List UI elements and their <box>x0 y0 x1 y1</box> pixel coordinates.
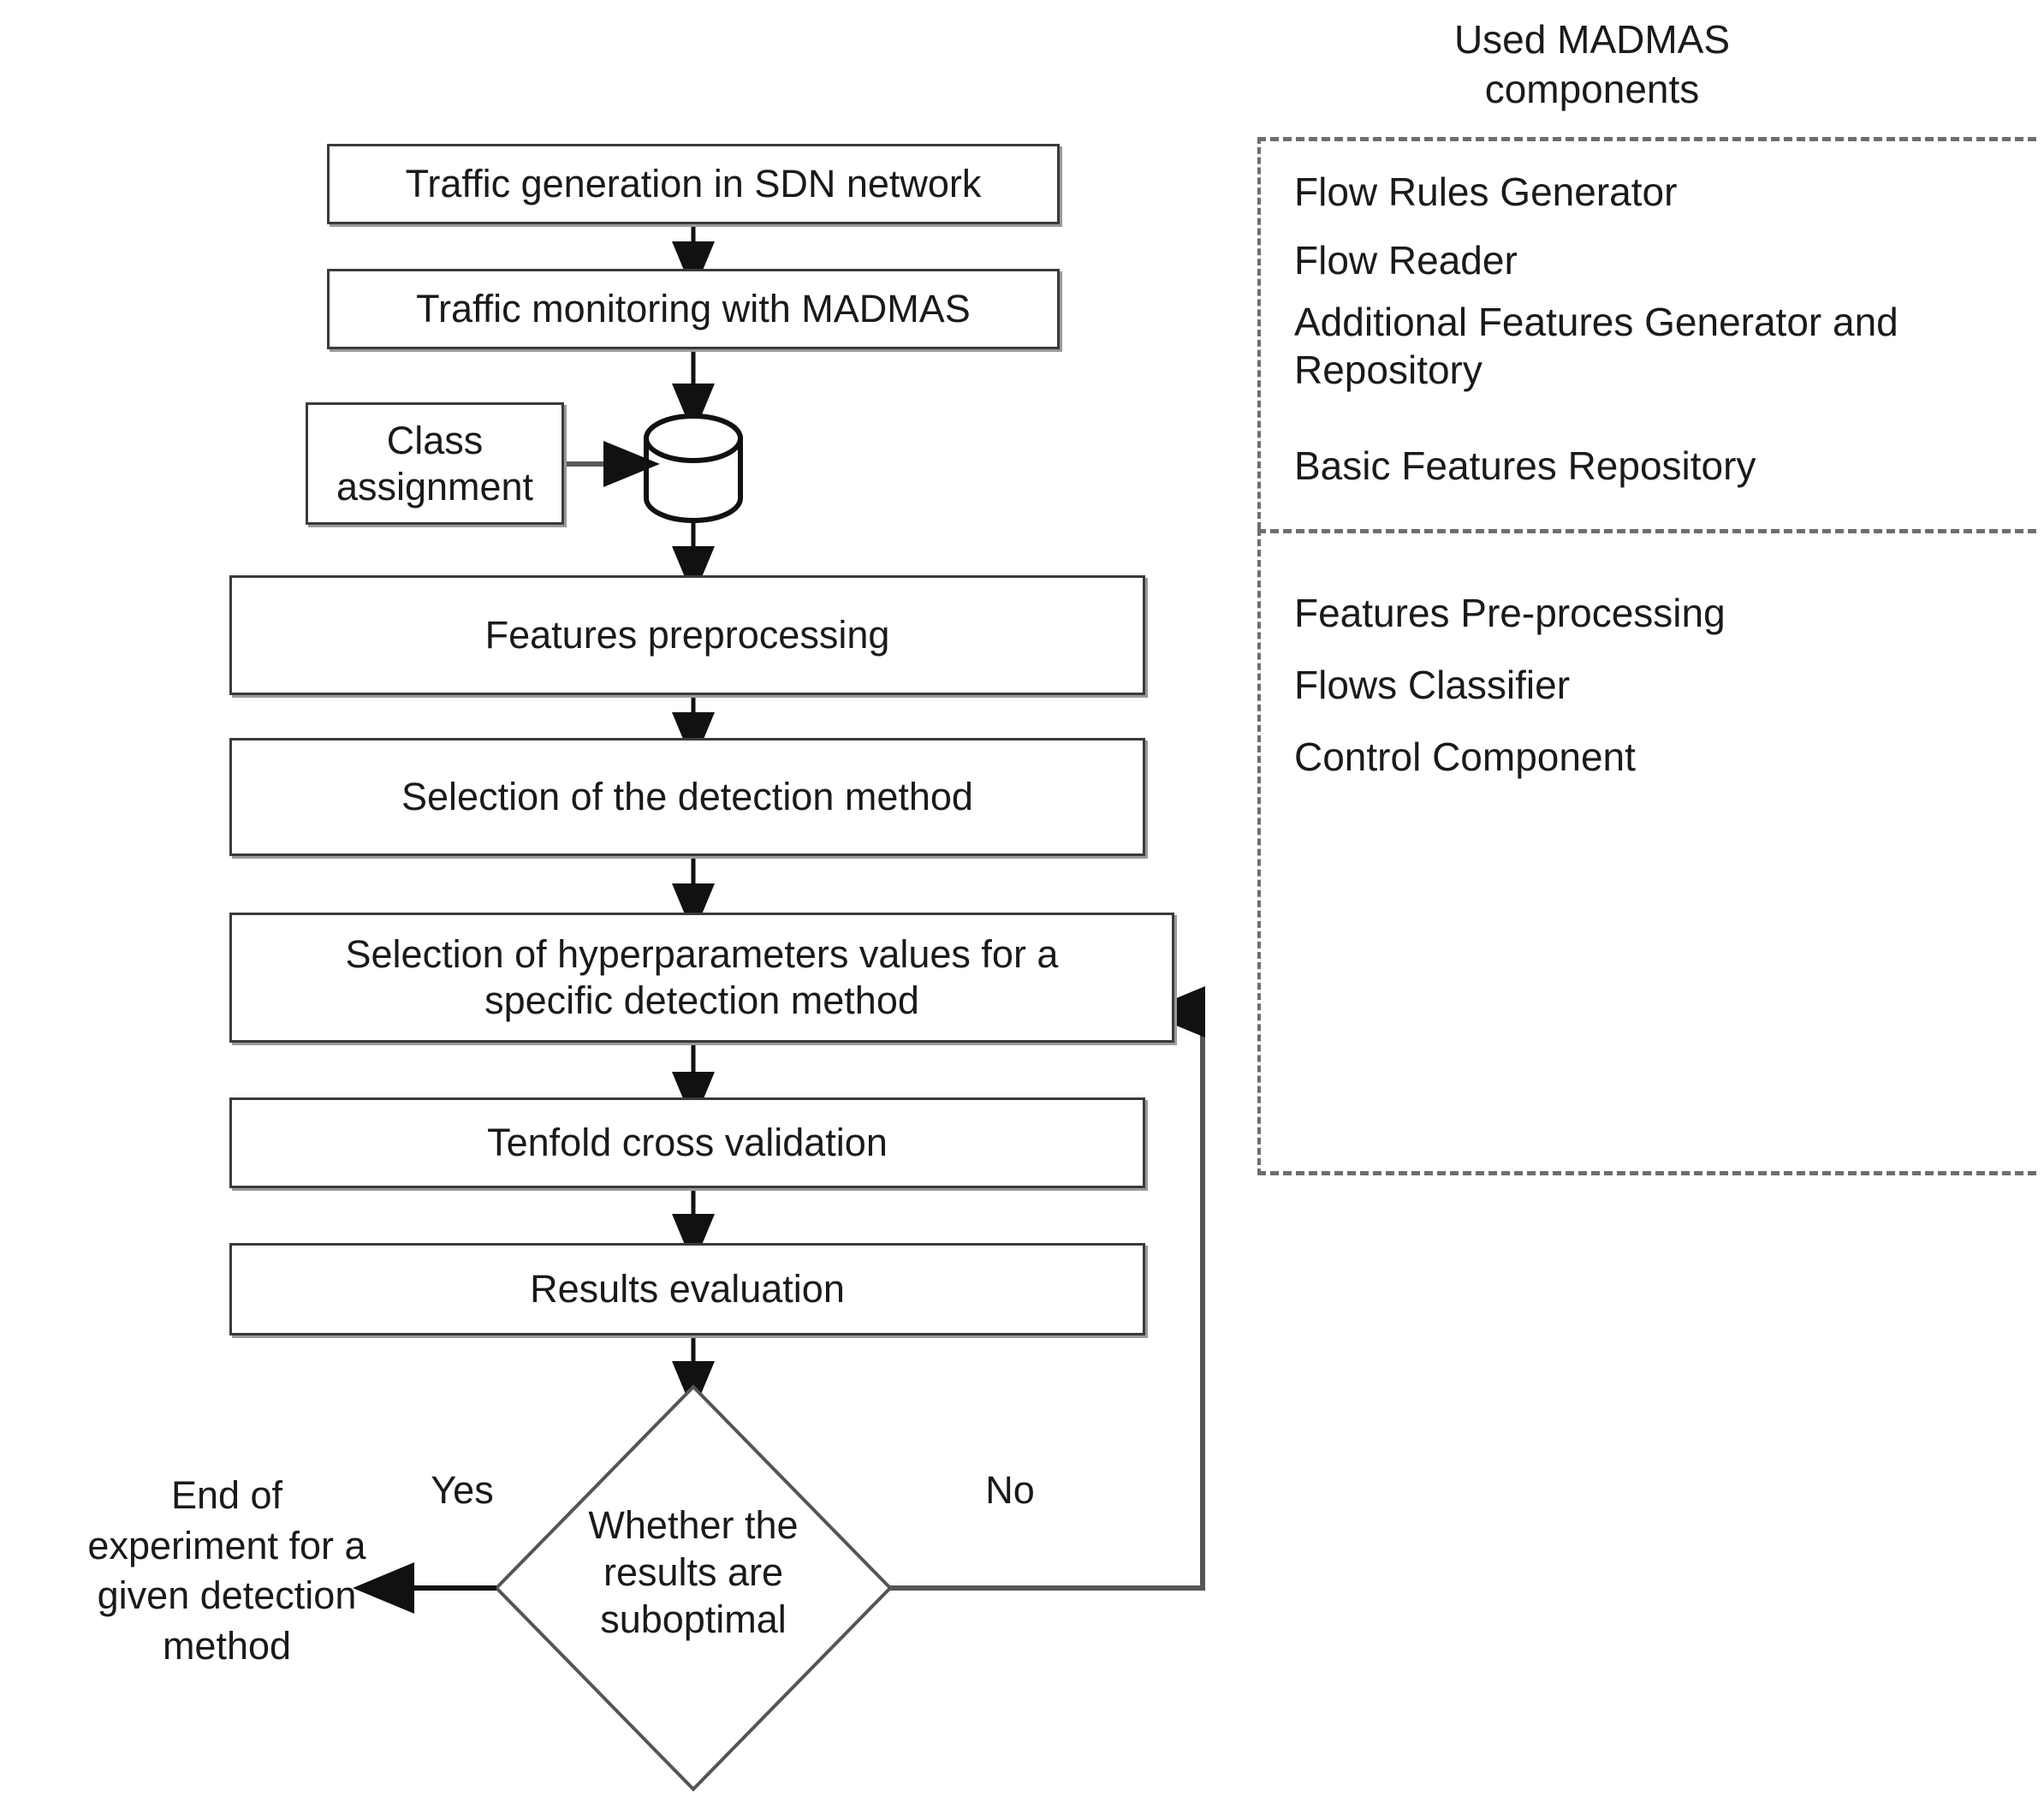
node-class-assignment[interactable]: Class assignment <box>306 402 564 525</box>
side-panel-title-line1: Used MADMAS <box>1453 17 1731 62</box>
node-selection-detection-method[interactable]: Selection of the detection method <box>229 738 1145 856</box>
node-traffic-monitoring-label: Traffic monitoring with MADMAS <box>416 287 971 331</box>
end-label-line1: End of <box>170 1473 283 1517</box>
side-panel-item-flow-rules-generator-label: Flow Rules Generator <box>1294 170 1678 214</box>
side-panel-group-top <box>1257 137 2036 529</box>
side-panel-item-control-component[interactable]: Control Component <box>1294 733 2030 781</box>
edge-label-yes-text: Yes <box>431 1468 494 1512</box>
side-panel-item-flows-classifier-label: Flows Classifier <box>1294 663 1571 707</box>
decision-diamond-shape <box>494 1384 893 1792</box>
node-traffic-generation[interactable]: Traffic generation in SDN network <box>327 144 1060 224</box>
node-class-assignment-label-line2: assignment <box>336 464 534 508</box>
side-panel-item-basic-features-repository[interactable]: Basic Features Repository <box>1294 442 2030 490</box>
side-panel-item-flow-rules-generator[interactable]: Flow Rules Generator <box>1294 168 2030 216</box>
side-panel-item-flows-classifier[interactable]: Flows Classifier <box>1294 661 2030 709</box>
edge-label-yes: Yes <box>402 1468 522 1513</box>
side-panel-item-additional-features-generator[interactable]: Additional Features Generator and Reposi… <box>1294 298 2044 394</box>
end-label-line3: given detection <box>97 1573 357 1617</box>
node-selection-detection-method-label: Selection of the detection method <box>401 775 973 819</box>
decision-diamond-text[interactable]: Whether the results are suboptimal <box>539 1502 847 1644</box>
side-panel-item-features-pre-processing-label: Features Pre-processing <box>1294 591 1726 635</box>
side-panel-item-basic-features-repository-label: Basic Features Repository <box>1294 443 1756 488</box>
decision-label-line1: Whether the <box>588 1503 799 1547</box>
node-selection-hyperparameters-label-line1: Selection of hyperparameters values for … <box>345 932 1059 976</box>
side-panel-item-additional-features-generator-line1: Additional Features Generator and <box>1294 300 1898 344</box>
edge-label-no: No <box>950 1468 1070 1513</box>
node-features-preprocessing[interactable]: Features preprocessing <box>229 575 1145 695</box>
decision-label-line3: suboptimal <box>600 1597 787 1641</box>
side-panel-item-features-pre-processing[interactable]: Features Pre-processing <box>1294 589 2030 637</box>
edge-label-no-text: No <box>985 1468 1035 1512</box>
node-selection-hyperparameters[interactable]: Selection of hyperparameters values for … <box>229 913 1174 1043</box>
node-features-preprocessing-label: Features preprocessing <box>484 613 890 657</box>
side-panel-item-flow-reader-label: Flow Reader <box>1294 238 1518 282</box>
node-class-assignment-label-line1: Class <box>386 418 484 462</box>
node-selection-hyperparameters-label-line2: specific detection method <box>484 978 919 1022</box>
end-label-line2: experiment for a <box>87 1523 366 1567</box>
node-traffic-generation-label: Traffic generation in SDN network <box>405 162 982 206</box>
database-cylinder[interactable] <box>642 411 746 524</box>
node-results-evaluation[interactable]: Results evaluation <box>229 1243 1145 1335</box>
node-tenfold-cross-validation[interactable]: Tenfold cross validation <box>229 1097 1145 1188</box>
side-panel-group-bottom <box>1257 529 2036 1175</box>
end-of-experiment-label: End of experiment for a given detection … <box>77 1471 377 1671</box>
node-tenfold-cross-validation-label: Tenfold cross validation <box>487 1121 888 1165</box>
arrow-no-loop-back <box>890 986 1205 1591</box>
side-panel-item-additional-features-generator-line2: Repository <box>1294 348 1482 393</box>
side-panel-item-flow-reader[interactable]: Flow Reader <box>1294 236 2030 284</box>
node-traffic-monitoring[interactable]: Traffic monitoring with MADMAS <box>327 269 1060 349</box>
database-cylinder-shape <box>644 413 743 523</box>
end-label-line4: method <box>162 1623 292 1668</box>
node-results-evaluation-label: Results evaluation <box>530 1267 845 1311</box>
side-panel-title: Used MADMAS components <box>1335 15 1849 114</box>
decision-label-line2: results are <box>603 1549 784 1594</box>
side-panel-title-line2: components <box>1484 66 1700 111</box>
side-panel-item-control-component-label: Control Component <box>1294 734 1636 779</box>
